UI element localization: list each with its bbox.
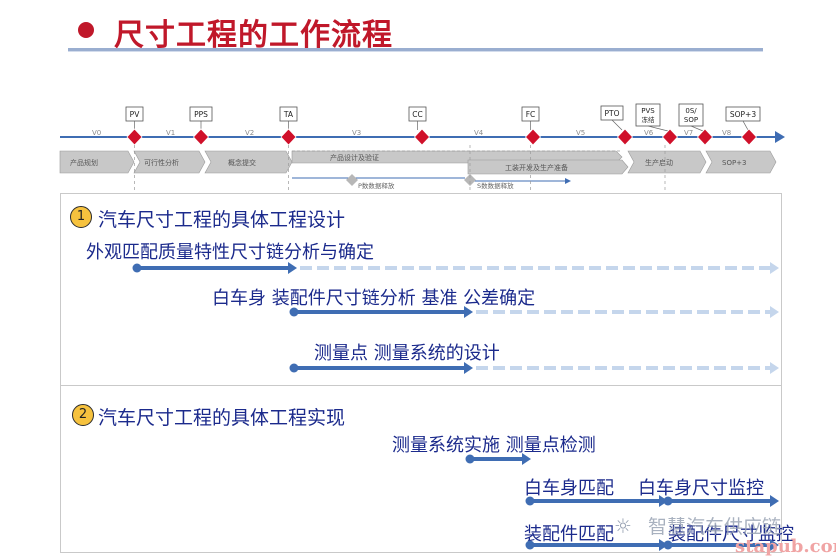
section-title: 汽车尺寸工程的具体工程实现: [98, 407, 346, 429]
gate-diamond-icon: [696, 128, 714, 146]
gate-label-sop: SOP: [684, 116, 698, 124]
phase-label: 概念提交: [228, 158, 256, 167]
phase-label: 产品规划: [70, 158, 98, 167]
version-label: V5: [576, 129, 585, 137]
gate-label-pvs-sub: 冻结: [642, 115, 656, 124]
gate-diamond-icon: [661, 128, 679, 146]
version-label: V1: [166, 129, 175, 137]
phase-chevron: [627, 150, 707, 174]
gate-label-0s: 0S/: [685, 107, 697, 115]
section-title: 汽车尺寸工程的具体工程设计: [98, 209, 346, 231]
gate-diamond-icon: [192, 128, 210, 146]
phase-label: 工装开发及生产准备: [505, 163, 568, 172]
site-watermark: stapub.com: [735, 536, 836, 557]
title-divider: [68, 48, 763, 52]
version-label: V7: [684, 129, 693, 137]
project-timeline: V0 V1 V2 V3 V4 V5 V6 V7 V8 PV PPS TA CC …: [59, 103, 785, 195]
milestone-diamond-icon: [346, 174, 358, 186]
gate-diamond-icon: [126, 128, 143, 146]
gate-label-pv: PV: [130, 110, 141, 119]
gate-label-cc: CC: [412, 110, 422, 119]
version-label: V8: [722, 129, 731, 137]
version-label: V6: [644, 129, 654, 137]
task-label: 白车身 装配件尺寸链分析 基准 公差确定: [212, 288, 536, 309]
section-number-badge: 1: [70, 206, 92, 228]
task-label: 测量系统实施 测量点检测: [392, 435, 596, 456]
gate-label-pvs: PVS: [641, 107, 655, 115]
gate-label-ta: TA: [283, 110, 294, 119]
gate-diamond-icon: [524, 128, 542, 146]
phase-chevron: [133, 150, 206, 174]
task-label: 外观匹配质量特性尺寸链分析与确定: [86, 242, 374, 263]
task-label: 白车身匹配: [524, 478, 614, 499]
phase-chevron: [705, 150, 777, 174]
gate-diamond-icon: [740, 128, 758, 146]
milestone-diamond-icon: [464, 174, 476, 186]
task-label: 装配件匹配: [524, 524, 614, 545]
sub-label: S数数据释放: [477, 181, 514, 190]
version-label: V0: [92, 129, 101, 137]
phase-chevron: [59, 150, 135, 174]
task-label: 装配件尺寸监控: [668, 524, 794, 545]
task-label: 白车身尺寸监控: [638, 478, 764, 499]
sub-label: P数数据释放: [358, 181, 395, 190]
version-label: V2: [245, 129, 254, 137]
phase-label: 可行性分析: [144, 158, 179, 167]
phase-label: 产品设计及验证: [330, 153, 379, 162]
bullet-dot-icon: [78, 22, 94, 38]
gate-diamond-icon: [413, 128, 431, 146]
version-label: V4: [474, 129, 484, 137]
page-title: 尺寸工程的工作流程: [114, 18, 393, 53]
section-design-panel: [60, 193, 782, 387]
gate-label-pps: PPS: [194, 110, 208, 119]
phase-label: 生产启动: [645, 158, 673, 167]
gate-diamond-icon: [280, 128, 297, 146]
gate-label-sop3: SOP+3: [730, 110, 756, 119]
phase-chevron: [204, 150, 293, 174]
timeline-arrow-icon: [775, 131, 785, 143]
section-implementation-panel: [60, 385, 782, 553]
watermark-text: 智慧汽车供应链: [648, 516, 782, 538]
version-label: V3: [352, 129, 361, 137]
section-number-badge: 2: [72, 404, 94, 426]
phase-chevron: [467, 159, 629, 175]
gate-label-pto: PTO: [604, 109, 619, 118]
wechat-icon: ☼: [614, 514, 632, 538]
task-label: 测量点 测量系统的设计: [314, 343, 500, 364]
gate-diamond-icon: [616, 128, 634, 146]
gate-label-fc: FC: [526, 110, 536, 119]
phase-label: SOP+3: [722, 159, 747, 167]
